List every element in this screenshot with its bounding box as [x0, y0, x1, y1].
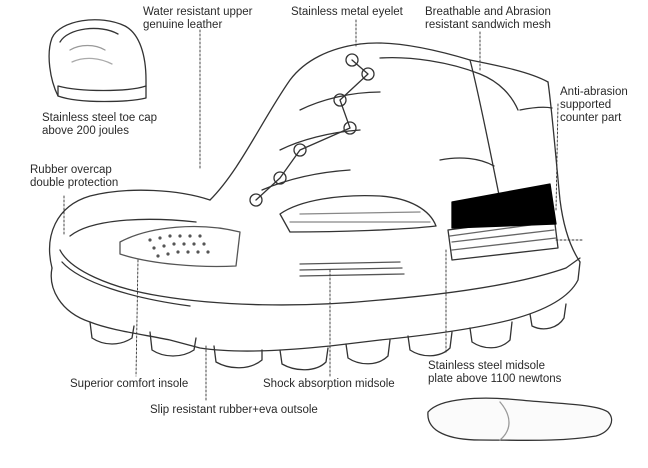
label-insole: Superior comfort insole	[70, 378, 189, 390]
boot-outline	[48, 42, 581, 371]
label-outsole: Slip resistant rubber+eva outsole	[150, 404, 318, 416]
toe-cap-illustration	[48, 19, 147, 103]
toe-perforations	[148, 234, 210, 258]
leader-lines	[63, 19, 585, 401]
label-midsole: Shock absorption midsole	[263, 378, 395, 390]
label-eyelet: Stainless metal eyelet	[291, 6, 403, 18]
steel-midsole-plate-illustration	[427, 397, 613, 441]
